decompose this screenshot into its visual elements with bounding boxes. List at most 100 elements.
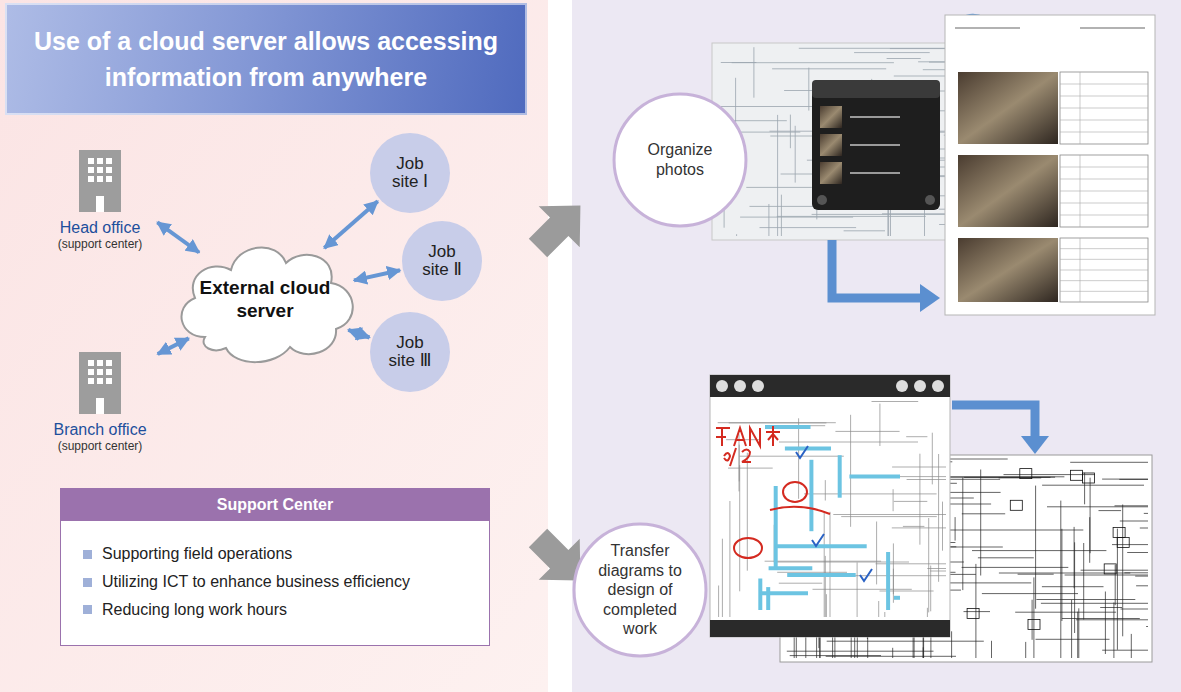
- double-arrow: [157, 222, 199, 252]
- left-panel: [0, 0, 548, 692]
- equipment-symbol: [1083, 473, 1095, 483]
- photo-list-panel: [812, 80, 940, 210]
- table-row: [1060, 291, 1148, 292]
- drawing-line: [774, 486, 778, 569]
- drawing-line: [1025, 642, 1026, 658]
- drawing-line: [1121, 609, 1149, 610]
- process-circle: Organize photos: [612, 92, 748, 228]
- double-arrow: [158, 338, 189, 354]
- drawing-line: [923, 69, 946, 70]
- drawing-line: [962, 567, 1069, 568]
- drawing-line: [781, 195, 782, 236]
- report-table: [1060, 238, 1148, 302]
- red-mark: [734, 538, 762, 558]
- grey-arrow: [517, 185, 600, 268]
- drawing-line: [991, 641, 992, 658]
- office-name: Branch office: [45, 420, 155, 439]
- drawing-line: [760, 227, 857, 228]
- drawing-line: [790, 115, 791, 149]
- drawing-line: [1115, 505, 1149, 506]
- drawing-line: [1047, 506, 1148, 507]
- drawing-line: [729, 501, 730, 617]
- drawing-line: [1071, 600, 1072, 658]
- drawing-line: [887, 58, 921, 59]
- drawing-line: [765, 425, 811, 429]
- drawing-line: [1081, 570, 1148, 571]
- building-window: [88, 360, 94, 366]
- drawing-line: [857, 562, 858, 617]
- bullet-square: [83, 578, 92, 587]
- drawing-line: [790, 655, 881, 656]
- drawing-line: [787, 573, 856, 577]
- drawing-line: [740, 456, 844, 457]
- process-ring: [574, 524, 706, 656]
- double-arrow: [348, 330, 369, 338]
- drawing-line: [947, 477, 1055, 478]
- equipment-symbol: [1104, 564, 1116, 574]
- equipment-symbol: [1070, 470, 1082, 480]
- table-row: [1060, 132, 1148, 133]
- drawing-line: [903, 526, 925, 527]
- drawing-line: [1100, 607, 1122, 608]
- drawing-line: [1083, 543, 1084, 620]
- drawing-line: [886, 552, 890, 610]
- drawing-line: [809, 460, 813, 531]
- drawing-line: [890, 48, 946, 49]
- toolbar-button: [896, 380, 908, 392]
- drawing-line: [732, 62, 894, 63]
- drawing-line: [955, 517, 956, 541]
- drawing-line: [718, 586, 719, 618]
- drawing-line: [799, 48, 946, 49]
- toolbar-button: [752, 380, 764, 392]
- drawing-line: [838, 455, 842, 498]
- building-window: [106, 176, 112, 182]
- drawing-line: [826, 594, 827, 617]
- drawing-line: [833, 514, 946, 515]
- drawing-line: [798, 418, 799, 499]
- drawing-line: [824, 511, 825, 617]
- drawing-line: [962, 478, 963, 591]
- drawing-line: [746, 187, 812, 188]
- drawing-line: [753, 47, 754, 97]
- blue-arrow-head: [1021, 436, 1049, 454]
- title-banner: Use of a cloud server allows accessing i…: [5, 3, 527, 115]
- drawing-line: [1084, 473, 1085, 505]
- building-window: [97, 369, 103, 375]
- drawing-line: [766, 587, 770, 610]
- drawing-line: [812, 214, 946, 215]
- office-node: Branch office(support center): [45, 352, 155, 455]
- drawing-line: [849, 475, 900, 479]
- drawing-line: [1062, 618, 1140, 619]
- drawing-line: [1076, 619, 1148, 620]
- list-row: [850, 116, 900, 118]
- table-row: [1060, 84, 1148, 85]
- drawing-line: [768, 204, 769, 236]
- equipment-symbol: [1117, 538, 1129, 548]
- tablet-bottom-bar: [710, 620, 950, 637]
- drawing-line: [948, 459, 1008, 460]
- job-site-circle: Job site Ⅱ: [402, 221, 482, 301]
- photo-thumb: [820, 106, 842, 128]
- drawing-line: [892, 527, 946, 528]
- drawing-line: [835, 431, 899, 432]
- equipment-symbol: [1020, 469, 1032, 479]
- drawing-line: [980, 470, 981, 576]
- building-window: [106, 369, 112, 375]
- drawing-line: [894, 501, 928, 502]
- table-row: [1060, 280, 1148, 281]
- drawing-line: [928, 518, 929, 612]
- report-page: [945, 15, 1155, 315]
- blue-flow-arrow: [952, 405, 1035, 438]
- report-photo: [958, 155, 1058, 227]
- drawing-line: [841, 516, 937, 517]
- building-body: [79, 352, 121, 414]
- drawing-line: [964, 477, 1050, 478]
- office-name: Head office: [45, 218, 155, 237]
- drawing-line: [1102, 479, 1148, 480]
- drawing-line: [779, 583, 822, 584]
- building-window: [97, 158, 103, 164]
- equipment-symbol: [967, 608, 979, 618]
- drawing-line: [825, 556, 826, 617]
- drawing-line: [878, 601, 879, 617]
- drawing-line: [879, 404, 880, 446]
